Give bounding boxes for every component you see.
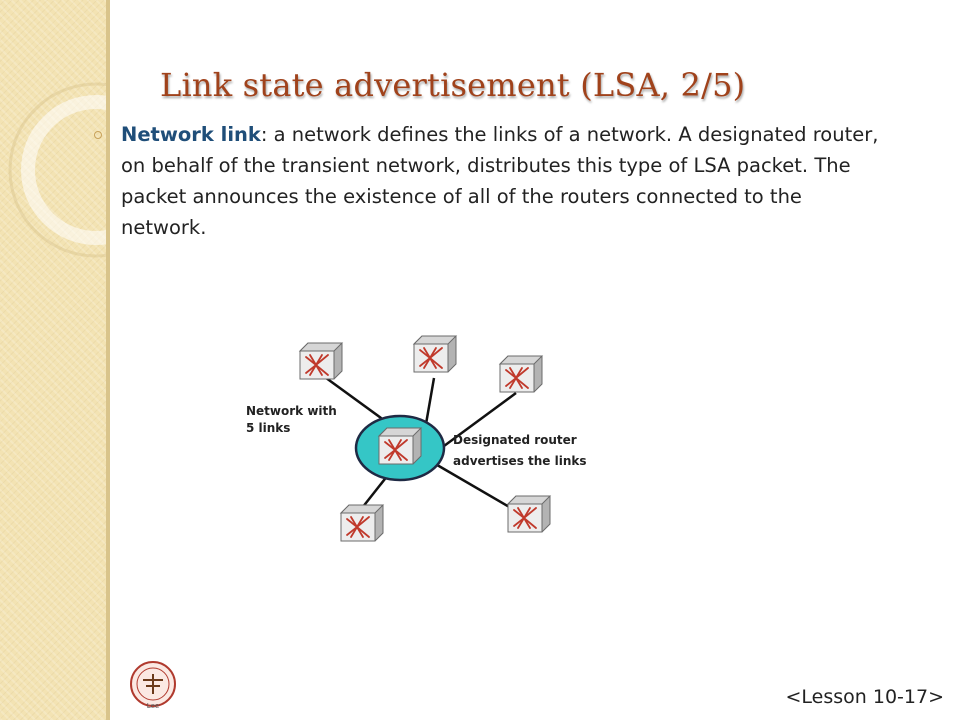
bullet-text: : a network defines the links of a netwo… — [121, 123, 879, 239]
dr-label-line2: advertises the links — [453, 454, 587, 468]
network-label-line2: 5 links — [246, 421, 290, 435]
designated-router-icon — [378, 427, 422, 465]
bullet-paragraph: Network link: a network defines the link… — [121, 119, 891, 243]
sidebar-edge-line — [106, 0, 110, 720]
lesson-number-footer: <Lesson 10-17> — [785, 686, 945, 708]
slide-title: Link state advertisement (LSA, 2/5) — [160, 66, 746, 104]
router-icon — [340, 504, 384, 542]
bullet-term: Network link — [121, 123, 261, 146]
university-seal-logo: Lee — [130, 661, 176, 710]
router-icon — [299, 342, 343, 380]
router-icon — [507, 495, 551, 533]
dr-label-line1: Designated router — [453, 433, 577, 447]
network-label-line1: Network with — [246, 404, 337, 418]
decorative-sidebar — [0, 0, 184, 720]
router-icon — [413, 335, 457, 373]
router-icon — [499, 355, 543, 393]
bullet-circle-icon — [94, 131, 102, 139]
logo-text: Lee — [147, 702, 159, 710]
